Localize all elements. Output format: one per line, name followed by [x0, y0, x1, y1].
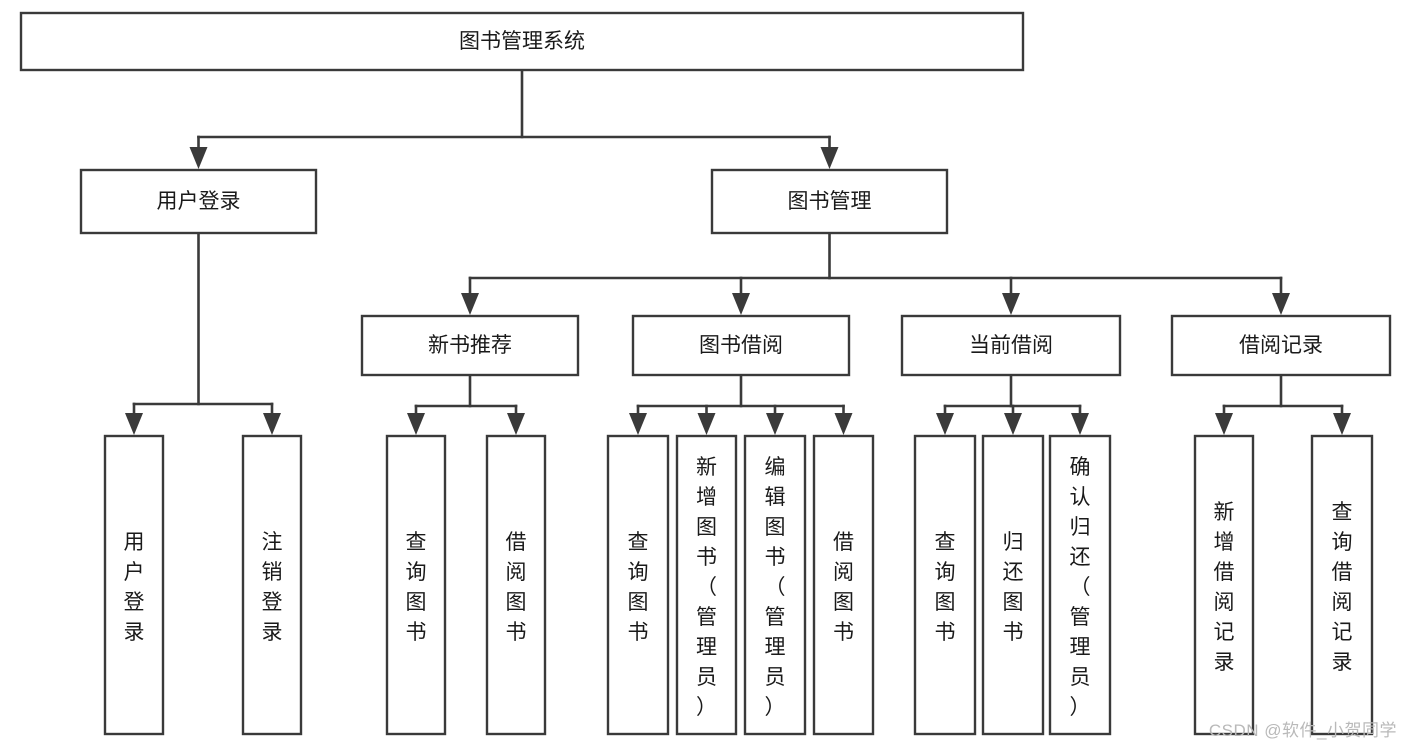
leaf-node[interactable]: 查询图书: [385, 434, 447, 736]
arrow-head-icon: [697, 413, 716, 435]
level1-node[interactable]: 用户登录: [79, 168, 318, 235]
arrow-head-icon: [1272, 293, 1290, 315]
level2-box[interactable]: [1170, 314, 1392, 377]
leaf-box[interactable]: [606, 434, 670, 736]
level2-box[interactable]: [900, 314, 1122, 377]
level2-label: 图书借阅: [699, 334, 783, 357]
arrow-head-icon: [125, 413, 143, 435]
arrow-head-icon: [461, 293, 479, 315]
leaf-label: 确认归还（管理员）: [1070, 456, 1091, 719]
arrow-head-icon: [507, 413, 525, 435]
arrow-head-icon: [1071, 413, 1089, 435]
leaf-label: 新增图书（管理员）: [696, 456, 717, 719]
arrow-head-icon: [1004, 413, 1022, 435]
arrow-head-icon: [629, 413, 647, 435]
leaf-box[interactable]: [981, 434, 1045, 736]
level1-node[interactable]: 图书管理: [710, 168, 949, 235]
leaf-label: 查询借阅记录: [1332, 501, 1353, 674]
arrow-head-icon: [1002, 293, 1020, 315]
connector-layer: [125, 68, 1351, 435]
leaf-box[interactable]: [241, 434, 303, 736]
arrow-head-icon: [834, 413, 853, 435]
level1-label: 图书管理: [788, 190, 872, 213]
leaf-box[interactable]: [1048, 434, 1112, 736]
leaf-label: 新增借阅记录: [1214, 501, 1235, 674]
leaf-node[interactable]: 借阅图书: [485, 434, 547, 736]
leaf-label: 查询图书: [628, 531, 649, 644]
level2-box[interactable]: [631, 314, 851, 377]
leaf-node[interactable]: 确认归还（管理员）: [1048, 434, 1112, 736]
arrow-head-icon: [407, 413, 425, 435]
leaf-label: 借阅图书: [506, 531, 527, 644]
arrow-head-icon: [936, 413, 954, 435]
leaf-node[interactable]: 新增借阅记录: [1193, 434, 1255, 736]
leaf-label: 查询图书: [406, 531, 427, 644]
leaf-label: 借阅图书: [833, 531, 854, 644]
leaf-box[interactable]: [103, 434, 165, 736]
level2-node[interactable]: 图书借阅: [631, 314, 851, 377]
level2-node[interactable]: 当前借阅: [900, 314, 1122, 377]
leaf-box[interactable]: [1310, 434, 1374, 736]
leaf-node[interactable]: 查询借阅记录: [1310, 434, 1374, 736]
leaf-box[interactable]: [743, 434, 807, 736]
leaf-label: 编辑图书（管理员）: [765, 456, 786, 719]
leaf-box[interactable]: [385, 434, 447, 736]
leaf-node[interactable]: 注销登录: [241, 434, 303, 736]
level1-box[interactable]: [79, 168, 318, 235]
leaf-label: 用户登录: [124, 531, 145, 644]
leaf-box[interactable]: [913, 434, 977, 736]
arrow-head-icon: [820, 147, 839, 169]
leaf-node[interactable]: 新增图书（管理员）: [675, 434, 738, 736]
leaf-box[interactable]: [485, 434, 547, 736]
arrow-head-icon: [263, 413, 281, 435]
leaf-node[interactable]: 查询图书: [913, 434, 977, 736]
watermark-text: CSDN @软件_小贺同学: [1208, 721, 1397, 740]
root-node[interactable]: 图书管理系统: [19, 11, 1025, 72]
arrow-head-icon: [1333, 413, 1351, 435]
leaf-node[interactable]: 编辑图书（管理员）: [743, 434, 807, 736]
level2-node[interactable]: 新书推荐: [360, 314, 580, 377]
leaf-node[interactable]: 查询图书: [606, 434, 670, 736]
arrow-head-icon: [766, 413, 784, 435]
root-label: 图书管理系统: [459, 30, 585, 53]
arrow-head-icon: [189, 147, 208, 169]
level2-node[interactable]: 借阅记录: [1170, 314, 1392, 377]
level1-label: 用户登录: [157, 190, 241, 213]
level1-box[interactable]: [710, 168, 949, 235]
leaf-node[interactable]: 归还图书: [981, 434, 1045, 736]
arrow-head-icon: [1215, 413, 1233, 435]
leaf-label: 归还图书: [1003, 531, 1024, 644]
level2-label: 当前借阅: [969, 334, 1053, 357]
leaf-box[interactable]: [675, 434, 738, 736]
leaf-box[interactable]: [1193, 434, 1255, 736]
leaf-box[interactable]: [812, 434, 875, 736]
leaf-label: 查询图书: [935, 531, 956, 644]
level2-box[interactable]: [360, 314, 580, 377]
level2-label: 新书推荐: [428, 334, 512, 357]
root-box[interactable]: [19, 11, 1025, 72]
arrow-head-icon: [732, 293, 750, 315]
leaf-node[interactable]: 借阅图书: [812, 434, 875, 736]
leaf-node[interactable]: 用户登录: [103, 434, 165, 736]
node-layer: 图书管理系统用户登录图书管理新书推荐图书借阅当前借阅借阅记录用户登录注销登录查询…: [19, 11, 1392, 736]
leaf-label: 注销登录: [262, 531, 283, 644]
level2-label: 借阅记录: [1239, 334, 1323, 357]
